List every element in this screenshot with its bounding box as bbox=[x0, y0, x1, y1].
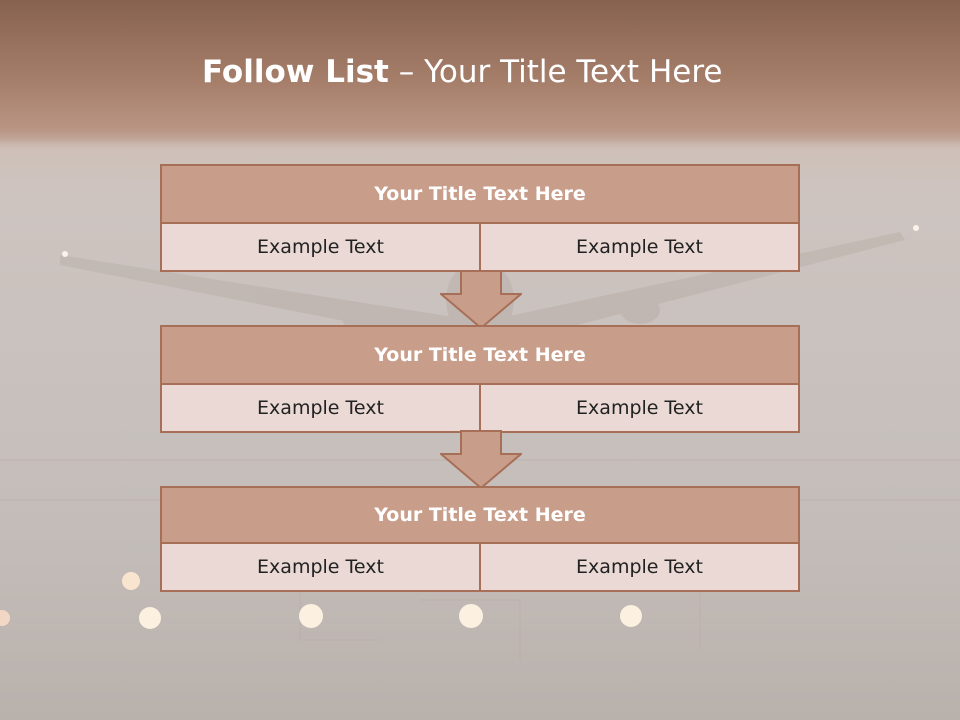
page-title-bold: Follow List bbox=[202, 54, 389, 90]
step-cell-right: Example Text bbox=[479, 385, 798, 431]
step-cell-left: Example Text bbox=[162, 224, 479, 270]
step-cell-left: Example Text bbox=[162, 385, 479, 431]
page-title: Follow List – Your Title Text Here bbox=[0, 54, 960, 90]
step-cell-right: Example Text bbox=[479, 224, 798, 270]
step-block-1: Your Title Text Here Example Text Exampl… bbox=[160, 164, 800, 272]
header-band bbox=[0, 0, 960, 150]
down-arrow-icon bbox=[440, 430, 522, 490]
step-title: Your Title Text Here bbox=[162, 488, 798, 544]
page-title-rest: – Your Title Text Here bbox=[388, 54, 723, 90]
step-title: Your Title Text Here bbox=[162, 166, 798, 224]
step-title: Your Title Text Here bbox=[162, 327, 798, 385]
step-block-3: Your Title Text Here Example Text Exampl… bbox=[160, 486, 800, 592]
step-cell-right: Example Text bbox=[479, 544, 798, 590]
step-block-2: Your Title Text Here Example Text Exampl… bbox=[160, 325, 800, 433]
down-arrow-icon bbox=[440, 270, 522, 330]
step-cell-left: Example Text bbox=[162, 544, 479, 590]
